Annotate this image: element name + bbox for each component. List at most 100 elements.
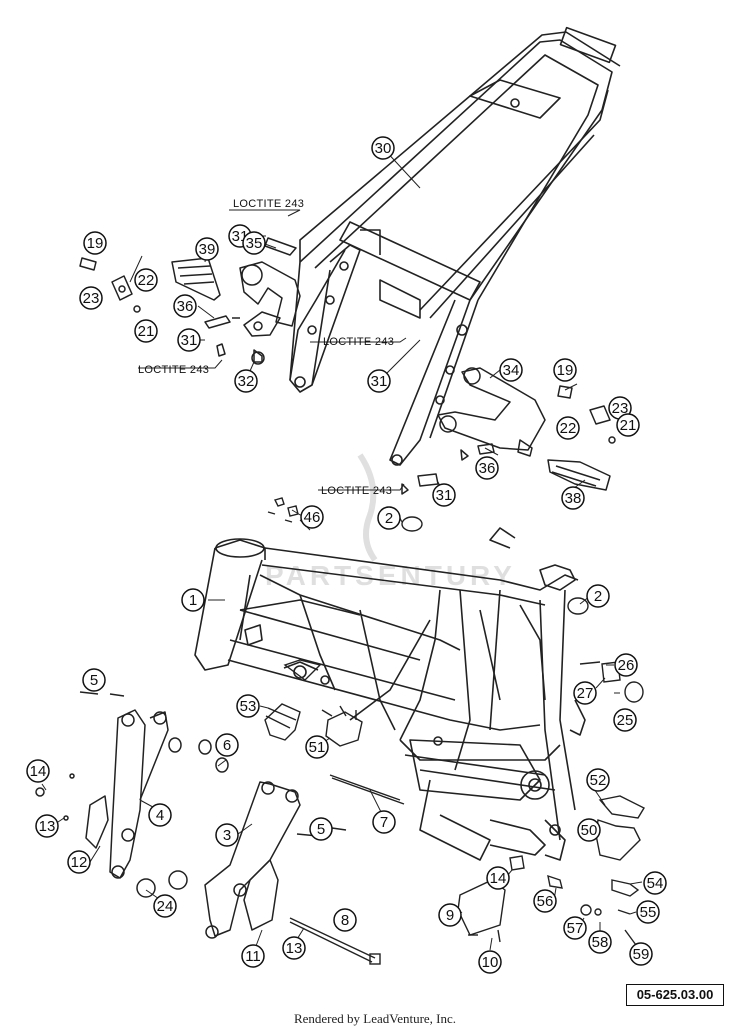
svg-text:50: 50 xyxy=(581,822,598,839)
callout-31-d: 31 xyxy=(432,483,456,507)
svg-text:6: 6 xyxy=(223,737,231,754)
callout-7: 7 xyxy=(372,810,396,834)
svg-text:34: 34 xyxy=(503,362,520,379)
callout-21-b: 21 xyxy=(616,413,640,437)
svg-text:55: 55 xyxy=(640,904,657,921)
callout-12: 12 xyxy=(67,850,91,874)
svg-text:1: 1 xyxy=(189,592,197,609)
svg-text:52: 52 xyxy=(590,772,607,789)
svg-text:27: 27 xyxy=(577,685,594,702)
callout-23-a: 23 xyxy=(79,286,103,310)
callout-36-a: 36 xyxy=(173,294,197,318)
right-rear-footpeg-assembly xyxy=(401,367,616,495)
callout-4: 4 xyxy=(148,803,172,827)
svg-text:5: 5 xyxy=(90,672,98,689)
callout-57: 57 xyxy=(563,916,587,940)
callout-25: 25 xyxy=(613,708,637,732)
svg-text:13: 13 xyxy=(39,818,56,835)
svg-text:14: 14 xyxy=(30,763,47,780)
loctite-label-middle: LOCTITE 243 xyxy=(323,336,394,348)
callouts: 30 31 19 39 35 22 23 36 21 31 32 31 34 1… xyxy=(26,136,667,974)
callout-56: 56 xyxy=(533,889,557,913)
callout-19-a: 19 xyxy=(83,231,107,255)
callout-30: 30 xyxy=(371,136,395,160)
callout-2-b: 2 xyxy=(586,584,610,608)
left-rear-footpeg-assembly xyxy=(79,237,301,365)
svg-text:24: 24 xyxy=(157,898,174,915)
svg-text:4: 4 xyxy=(156,807,164,824)
callout-55: 55 xyxy=(636,900,660,924)
callout-22-b: 22 xyxy=(556,416,580,440)
loctite-label-right: LOCTITE 243 xyxy=(321,485,392,497)
svg-text:30: 30 xyxy=(375,140,392,157)
svg-text:22: 22 xyxy=(560,420,577,437)
callout-35: 35 xyxy=(242,231,266,255)
svg-text:38: 38 xyxy=(565,490,582,507)
callout-21-a: 21 xyxy=(134,319,158,343)
svg-text:57: 57 xyxy=(567,920,584,937)
svg-text:8: 8 xyxy=(341,912,349,929)
svg-text:2: 2 xyxy=(594,588,602,605)
svg-text:5: 5 xyxy=(317,821,325,838)
svg-text:13: 13 xyxy=(286,940,303,957)
svg-text:26: 26 xyxy=(618,657,635,674)
callout-24: 24 xyxy=(153,894,177,918)
svg-text:23: 23 xyxy=(612,400,629,417)
svg-text:7: 7 xyxy=(380,814,388,831)
svg-text:19: 19 xyxy=(557,362,574,379)
callout-14-b: 14 xyxy=(486,866,510,890)
svg-text:53: 53 xyxy=(240,698,257,715)
callout-53: 53 xyxy=(236,694,260,718)
svg-text:9: 9 xyxy=(446,907,454,924)
svg-text:31: 31 xyxy=(436,487,453,504)
callout-13-b: 13 xyxy=(282,936,306,960)
callout-31-c: 31 xyxy=(367,369,391,393)
callout-51: 51 xyxy=(305,735,329,759)
callout-58: 58 xyxy=(588,930,612,954)
callout-5-b: 5 xyxy=(309,817,333,841)
svg-text:54: 54 xyxy=(647,875,664,892)
svg-text:19: 19 xyxy=(87,235,104,252)
svg-text:21: 21 xyxy=(620,417,637,434)
svg-text:10: 10 xyxy=(482,954,499,971)
callout-52: 52 xyxy=(586,768,610,792)
callout-8: 8 xyxy=(333,908,357,932)
callout-27: 27 xyxy=(573,681,597,705)
loctite-labels: LOCTITE 243 LOCTITE 243 LOCTITE 243 LOCT… xyxy=(138,198,394,497)
callout-5-a: 5 xyxy=(82,668,106,692)
callout-9: 9 xyxy=(438,903,462,927)
callout-31-b: 31 xyxy=(177,328,201,352)
svg-text:35: 35 xyxy=(246,235,263,252)
loctite-label-upper: LOCTITE 243 xyxy=(233,198,304,210)
callout-32: 32 xyxy=(234,369,258,393)
svg-text:36: 36 xyxy=(177,298,194,315)
svg-text:22: 22 xyxy=(138,272,155,289)
main-frame-drawing xyxy=(194,527,586,861)
callout-23-b: 23 xyxy=(608,396,632,420)
callout-19-b: 19 xyxy=(553,358,577,382)
callout-36-b: 36 xyxy=(475,456,499,480)
callout-3: 3 xyxy=(215,823,239,847)
callout-13-a: 13 xyxy=(35,814,59,838)
subframe-drawing xyxy=(289,26,621,466)
svg-text:36: 36 xyxy=(479,460,496,477)
svg-text:14: 14 xyxy=(490,870,507,887)
svg-text:31: 31 xyxy=(371,373,388,390)
svg-text:39: 39 xyxy=(199,241,216,258)
callout-26: 26 xyxy=(614,653,638,677)
callout-10: 10 xyxy=(478,950,502,974)
svg-text:46: 46 xyxy=(304,509,321,526)
svg-text:59: 59 xyxy=(633,946,650,963)
lower-brackets xyxy=(35,691,347,939)
svg-text:3: 3 xyxy=(223,827,231,844)
callout-59: 59 xyxy=(629,942,653,966)
svg-text:56: 56 xyxy=(537,893,554,910)
svg-text:23: 23 xyxy=(83,290,100,307)
svg-text:51: 51 xyxy=(309,739,326,756)
callout-34: 34 xyxy=(499,358,523,382)
svg-text:25: 25 xyxy=(617,712,634,729)
callout-1: 1 xyxy=(181,588,205,612)
svg-text:21: 21 xyxy=(138,323,155,340)
svg-text:11: 11 xyxy=(245,948,261,965)
callout-50: 50 xyxy=(577,818,601,842)
